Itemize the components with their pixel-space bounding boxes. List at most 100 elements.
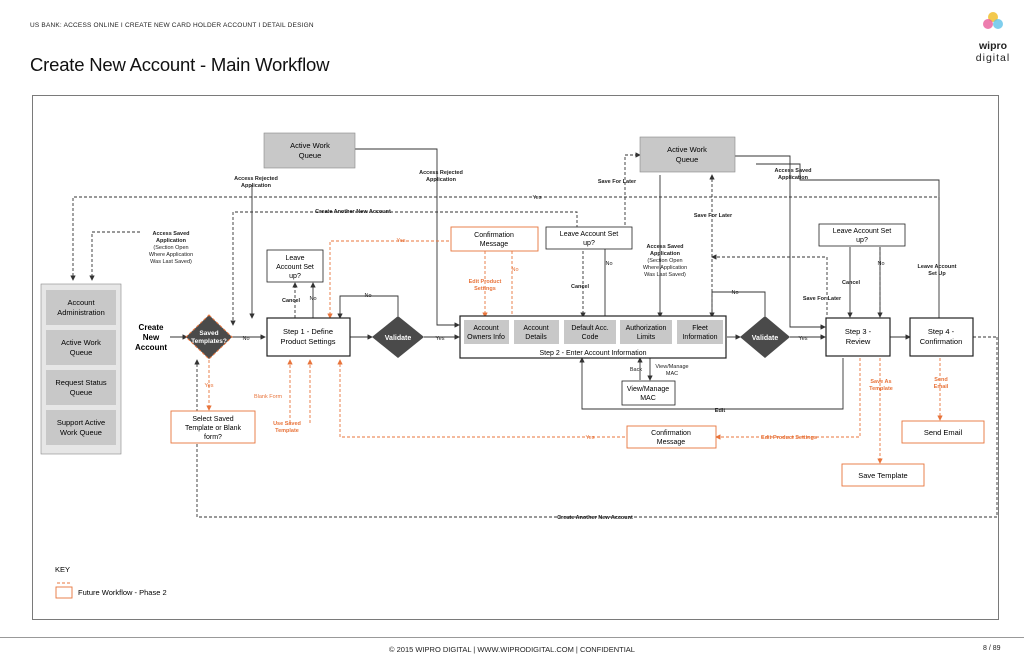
svg-text:Create Another New Account: Create Another New Account [557, 515, 633, 521]
svg-text:Step 3 -: Step 3 - [845, 327, 872, 336]
svg-text:No: No [364, 293, 371, 299]
svg-text:Application: Application [778, 175, 809, 181]
logo-text-top: wipro [978, 40, 1007, 52]
svg-text:Confirmation: Confirmation [920, 337, 963, 346]
svg-text:Authorization: Authorization [626, 325, 667, 332]
svg-text:Fleet: Fleet [692, 325, 708, 332]
svg-text:Access Saved: Access Saved [775, 168, 812, 174]
svg-text:Back: Back [630, 367, 642, 373]
svg-text:Leave Account Set: Leave Account Set [833, 228, 891, 235]
svg-text:New: New [143, 333, 160, 342]
tab-account-owners-info[interactable] [464, 320, 509, 344]
svg-text:Application: Application [241, 183, 272, 189]
svg-text:(Section Open: (Section Open [153, 245, 188, 251]
active-work-queue-top-left[interactable]: Active Work Queue [263, 132, 356, 169]
svg-text:Application: Application [156, 238, 187, 244]
svg-text:Account: Account [135, 343, 167, 352]
view-manage-mac[interactable]: View/Manage MAC [621, 380, 676, 406]
tab-account-details[interactable] [514, 320, 559, 344]
page-number: 8 / 89 [983, 645, 1001, 652]
svg-text:Save For Later: Save For Later [803, 296, 842, 302]
svg-text:Save As: Save As [870, 379, 891, 385]
svg-text:Yes: Yes [586, 435, 595, 441]
svg-text:Create: Create [139, 323, 164, 332]
create-new-account-label: Create New Account [135, 323, 167, 352]
active-work-queue-top-right[interactable]: Active Work Queue [639, 136, 736, 173]
active-work-queue-2-line1: Active Work [667, 145, 707, 154]
tab-authorization-limits[interactable] [620, 320, 672, 344]
svg-text:Cancel: Cancel [842, 280, 861, 286]
svg-text:MAC: MAC [640, 395, 656, 402]
sidebar-item-4-line2: Work Queue [60, 428, 102, 437]
svg-text:Validate: Validate [385, 335, 412, 342]
svg-text:Application: Application [426, 177, 457, 183]
svg-text:Save Template: Save Template [858, 471, 907, 480]
svg-text:Access Rejected: Access Rejected [234, 176, 278, 182]
svg-text:Cancel: Cancel [282, 298, 301, 304]
step1-define-product-settings[interactable]: Step 1 - Define Product Settings [266, 317, 351, 357]
svg-text:Was Last Saved): Was Last Saved) [644, 272, 686, 278]
svg-text:Yes: Yes [397, 238, 406, 244]
step2-enter-account-information: Account Owners Info Account Details Defa… [459, 315, 727, 359]
sidebar-item-1-line1: Account [67, 298, 95, 307]
sidebar-item-support-active-work-queue[interactable] [46, 410, 116, 445]
svg-text:Edit Product Settings: Edit Product Settings [761, 435, 817, 441]
sidebar-item-3-line1: Request Status [55, 378, 107, 387]
svg-text:Validate: Validate [752, 335, 779, 342]
sidebar-item-active-work-queue[interactable] [46, 330, 116, 365]
svg-text:Use Saved: Use Saved [273, 421, 301, 427]
svg-text:Product Settings: Product Settings [280, 337, 335, 346]
connector-labels: Access Rejected Application Access Rejec… [149, 168, 957, 521]
svg-text:Select Saved: Select Saved [192, 416, 233, 423]
breadcrumb: US BANK: ACCESS ONLINE I CREATE NEW CARD… [30, 22, 314, 29]
sidebar-item-account-administration[interactable] [46, 290, 116, 325]
step3-review[interactable]: Step 3 - Review [825, 317, 891, 357]
select-saved-template[interactable]: Select Saved Template or Blank form? [170, 410, 256, 444]
svg-text:No: No [242, 336, 249, 342]
svg-text:Template: Template [869, 386, 893, 392]
active-work-queue-1-line1: Active Work [290, 141, 330, 150]
sidebar-panel: Account Administration Active Work Queue… [40, 283, 122, 455]
solid-connectors [170, 148, 940, 410]
svg-text:Yes: Yes [436, 336, 445, 342]
sidebar-item-request-status-queue[interactable] [46, 370, 116, 405]
svg-text:Save For Later: Save For Later [694, 213, 733, 219]
svg-text:Access Saved: Access Saved [153, 231, 190, 237]
svg-text:Account: Account [473, 325, 498, 332]
svg-text:Yes: Yes [205, 383, 214, 389]
confirmation-message-1[interactable]: Confirmation Message [450, 226, 539, 252]
svg-text:Where Application: Where Application [149, 252, 193, 258]
saved-templates-decision: Saved Templates? [185, 314, 233, 360]
svg-text:Settings: Settings [474, 286, 496, 292]
svg-text:Saved: Saved [199, 330, 218, 337]
svg-text:Step 4 -: Step 4 - [928, 327, 955, 336]
leave-account-setup-2[interactable]: Leave Account Set up? [545, 226, 633, 250]
svg-text:MAC: MAC [666, 371, 678, 377]
svg-text:Access Saved: Access Saved [647, 244, 684, 250]
svg-text:up?: up? [583, 240, 595, 247]
svg-text:No: No [605, 261, 612, 267]
svg-text:View/Manage: View/Manage [627, 386, 669, 393]
svg-text:Save For Later: Save For Later [598, 179, 637, 185]
svg-text:Step 1 - Define: Step 1 - Define [283, 327, 333, 336]
step2-label: Step 2 - Enter Account Information [539, 350, 646, 357]
confirmation-message-2[interactable]: Confirmation Message [626, 425, 717, 449]
sidebar-item-4-line1: Support Active [57, 418, 105, 427]
svg-text:Template or Blank: Template or Blank [185, 425, 242, 432]
tab-fleet-information[interactable] [677, 320, 723, 344]
svg-text:Information: Information [682, 334, 717, 341]
svg-text:Cancel: Cancel [571, 284, 590, 290]
svg-text:Review: Review [846, 337, 871, 346]
tab-default-acc-code[interactable] [564, 320, 616, 344]
svg-text:Template: Template [275, 428, 299, 434]
footer-divider [0, 637, 1024, 638]
svg-text:KEY: KEY [55, 565, 70, 574]
send-email-box[interactable]: Send Email [901, 420, 985, 444]
leave-account-setup-3[interactable]: Leave Account Set up? [818, 223, 906, 247]
save-template-box[interactable]: Save Template [841, 463, 925, 487]
svg-text:Blank Form: Blank Form [254, 394, 283, 400]
leave-account-setup-1[interactable]: Leave Account Set up? [266, 249, 324, 283]
svg-text:Yes: Yes [533, 195, 542, 201]
step4-confirmation[interactable]: Step 4 - Confirmation [909, 317, 974, 357]
svg-text:Access Rejected: Access Rejected [419, 170, 463, 176]
